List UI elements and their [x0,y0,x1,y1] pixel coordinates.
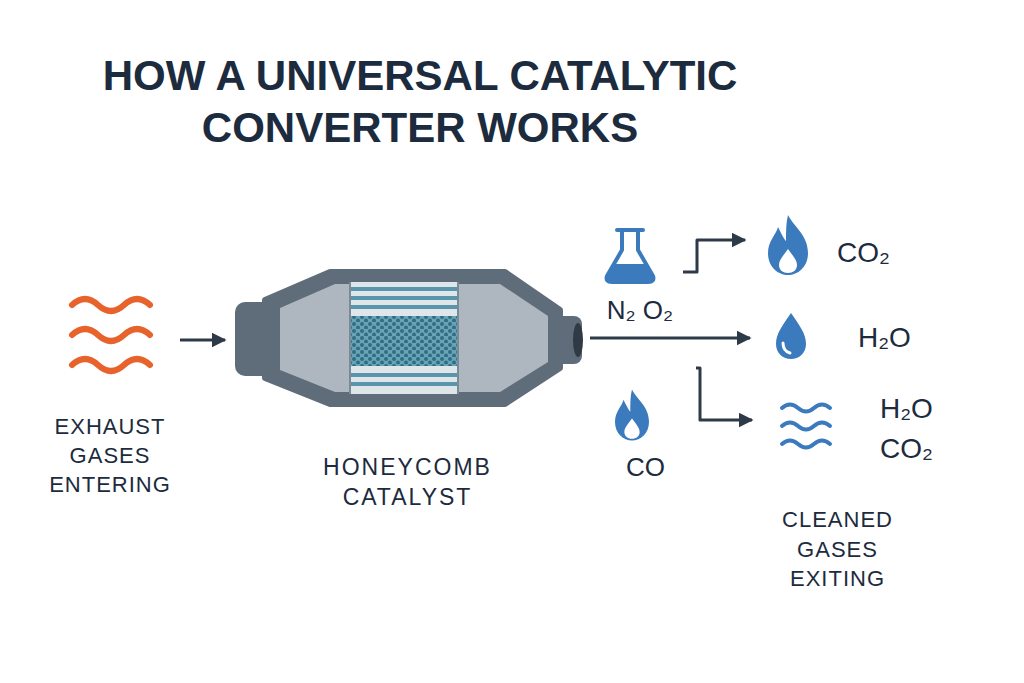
node-label: CO₂ [837,236,941,270]
gas-waves [782,405,830,448]
flame-icon [768,215,808,275]
converter-group: HONEYCOMB CATALYST [225,262,590,513]
droplet-group: H₂O [750,305,941,370]
inlet-group: EXHAUST GASES ENTERING [40,290,180,499]
flow-arrow [590,337,750,340]
node-label: CO₂ [880,429,943,469]
node-label: H₂O [858,321,941,355]
flask-group: N₂ O₂ [597,225,683,326]
converter-illustration [235,272,583,404]
droplet-icon [776,313,806,359]
flame-group: CO₂ [745,210,941,280]
exhaust-waves [72,299,150,371]
flow-arrow [683,240,745,272]
flow-arrow [696,368,752,420]
flame-group: CO [595,360,696,485]
node-label: CO [595,452,696,483]
waves-group: H₂OCO₂ [752,385,943,469]
node-label: EXHAUST GASES ENTERING [49,412,171,499]
node-label: N₂ O₂ [597,295,683,326]
flask-icon [607,230,654,282]
caption-label: CLEANED GASES EXITING [770,505,905,594]
connectors [180,240,752,420]
node-label: H₂O [880,389,943,429]
flame-icon [615,390,649,441]
flow-arrow [180,339,225,342]
node-label: HONEYCOMB CATALYST [298,452,518,513]
title: HOW A UNIVERSAL CATALYTIC CONVERTER WORK… [70,50,770,154]
